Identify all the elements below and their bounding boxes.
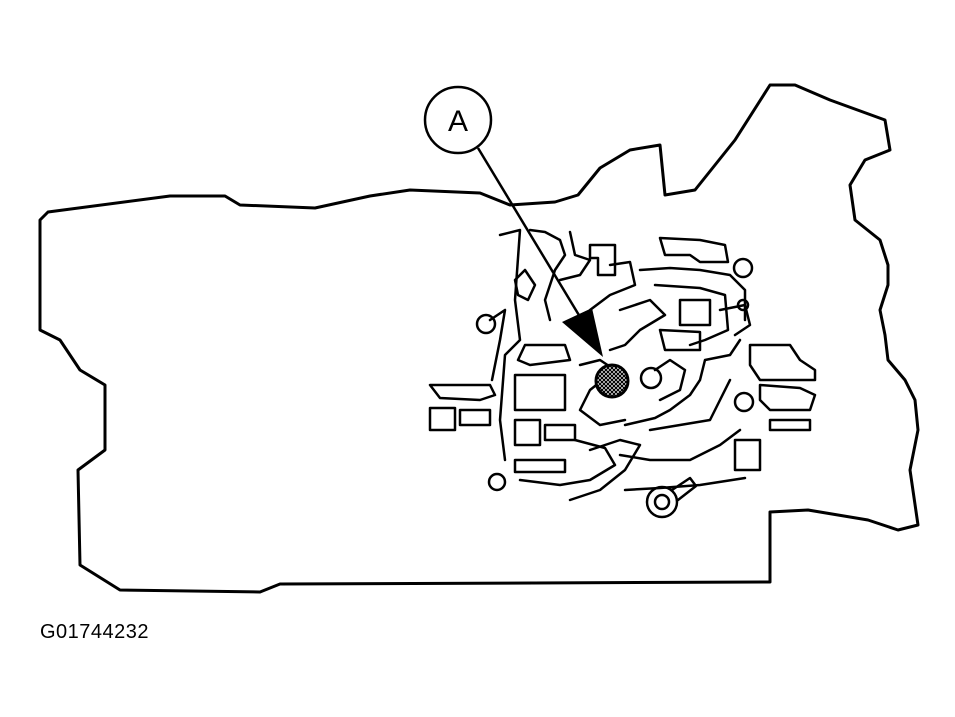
check-ball-icon — [594, 363, 630, 399]
valve-body-outline — [38, 83, 920, 594]
callout-label: A — [448, 105, 468, 138]
hydraulic-passages — [428, 228, 817, 502]
arrow-icon — [562, 308, 603, 357]
port-holes — [475, 257, 755, 519]
figure-code: G01744232 — [40, 621, 150, 643]
callout-circle — [423, 85, 493, 155]
